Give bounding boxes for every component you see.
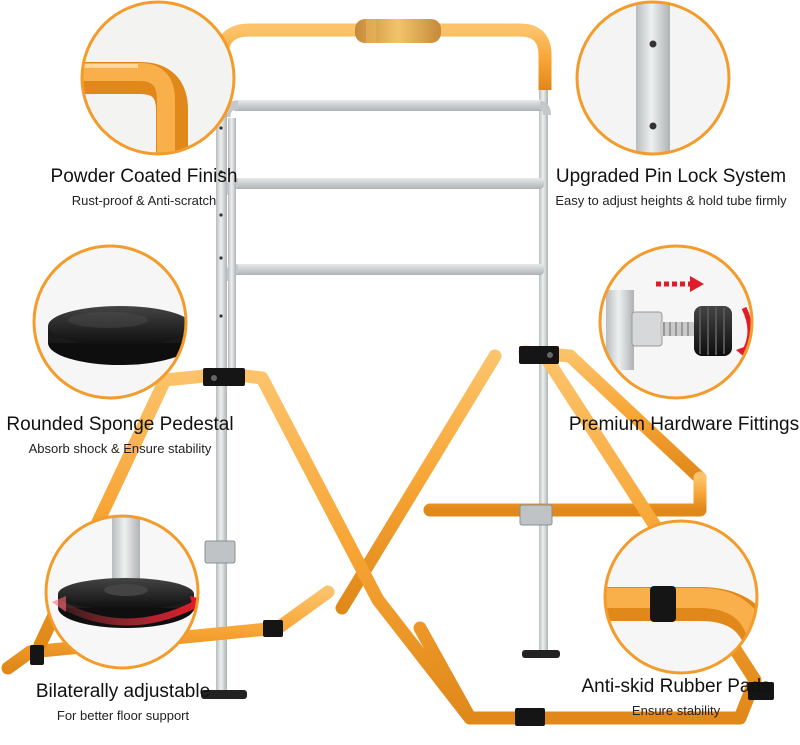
- feature-sponge: Rounded Sponge Pedestal Absorb shock & E…: [6, 414, 233, 458]
- feature-bilateral-title: Bilaterally adjustable: [35, 681, 211, 702]
- pin-lock-detail-circle: [575, 0, 731, 156]
- feature-powder-subtitle: Rust-proof & Anti-scratch: [71, 193, 217, 208]
- feature-sponge-title: Rounded Sponge Pedestal: [6, 414, 234, 435]
- feature-pinlock-subtitle: Easy to adjust heights & hold tube firml…: [555, 193, 787, 208]
- feature-hardware-title: Premium Hardware Fittings: [568, 414, 800, 435]
- feature-sponge-subtitle: Absorb shock & Ensure stability: [28, 441, 212, 456]
- hardware-detail-circle: [598, 244, 754, 400]
- feature-powder-title: Powder Coated Finish: [50, 166, 238, 187]
- feature-powder: Powder Coated Finish Rust-proof & Anti-s…: [51, 166, 238, 210]
- bilateral-adjust-detail-circle: [44, 514, 200, 670]
- powder-coated-detail-circle: [80, 0, 236, 156]
- feature-pinlock-title: Upgraded Pin Lock System: [555, 166, 787, 187]
- rubber-pad-detail-circle: [603, 519, 759, 675]
- feature-antiskid-title: Anti-skid Rubber Pads: [581, 676, 771, 697]
- feature-hardware: Premium Hardware Fittings: [569, 414, 799, 436]
- feature-pinlock: Upgraded Pin Lock System Easy to adjust …: [555, 166, 786, 210]
- sponge-pedestal-detail-circle: [32, 244, 188, 400]
- feature-antiskid: Anti-skid Rubber Pads Ensure stability: [581, 676, 770, 720]
- feature-bilateral-subtitle: For better floor support: [56, 708, 190, 723]
- feature-bilateral: Bilaterally adjustable For better floor …: [36, 681, 210, 725]
- feature-antiskid-subtitle: Ensure stability: [631, 703, 721, 718]
